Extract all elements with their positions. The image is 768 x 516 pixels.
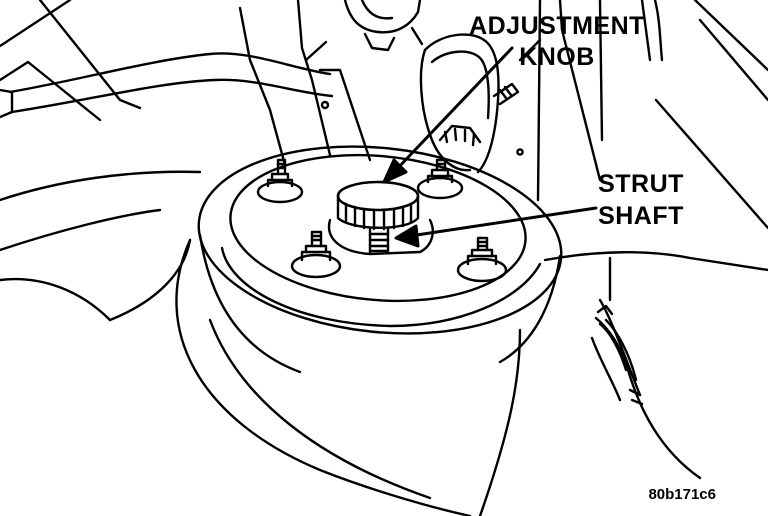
strut-shaft-arrow [408,206,598,238]
adjustment-knob-arrow [394,46,514,172]
strut-shaft-label-line2: SHAFT [598,202,684,230]
adjustment-knob [336,180,420,231]
figure-id: 80b171c6 [648,486,716,503]
stud-lower-right [456,236,508,283]
stud-upper-left [256,158,304,204]
strut-shaft-label-line1: STRUT [598,170,684,198]
adjustment-knob-label-line1: ADJUSTMENT [469,12,645,40]
mounting-studs [256,158,508,283]
adjustment-knob-label-line2: KNOB [519,43,595,71]
stud-upper-right [416,158,464,200]
stud-lower-left [290,230,342,279]
leader-arrows [382,46,598,248]
strut-mount-plate [197,145,563,374]
